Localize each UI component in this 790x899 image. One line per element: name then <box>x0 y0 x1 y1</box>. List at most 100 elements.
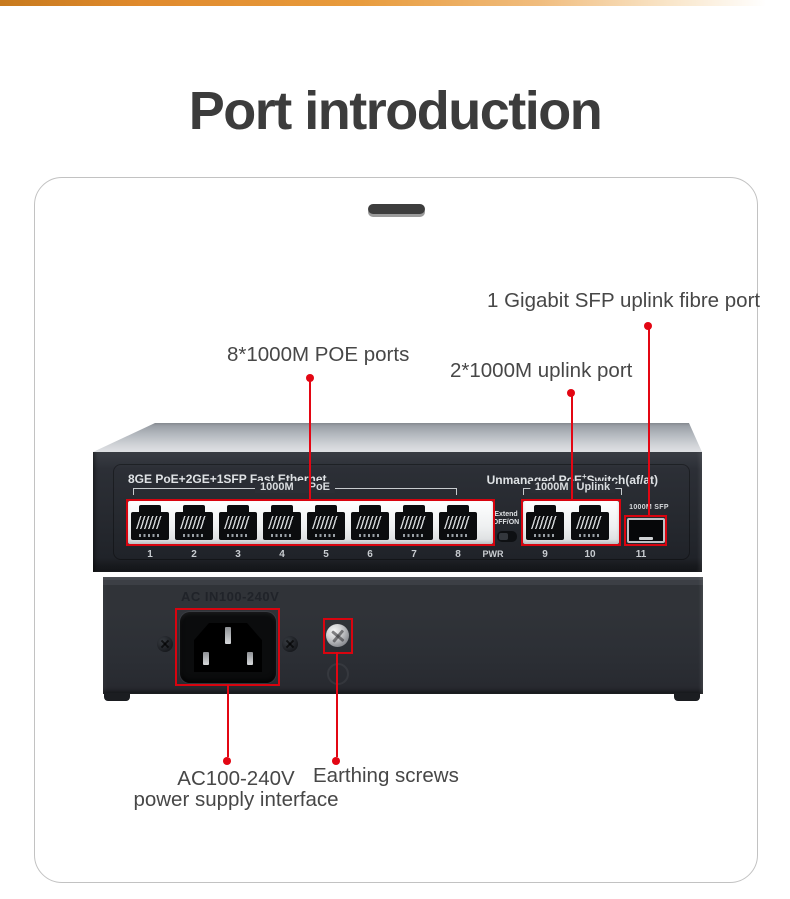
rj45-contacts <box>579 534 601 537</box>
extend-toggle-switch <box>497 531 517 542</box>
extend-toggle-knob <box>499 533 508 540</box>
port-number-8: 8 <box>455 549 461 560</box>
extend-switch-label: Extend OFF/ON <box>489 511 523 527</box>
earthing-screw-icon <box>326 624 349 647</box>
switch-rear-panel: AC IN100-240V <box>103 577 703 694</box>
rj45-body <box>307 512 345 540</box>
sfp-highlight-box <box>624 515 667 546</box>
poe-port-group: 1 2 3 4 5 6 7 8 <box>128 501 493 563</box>
page-title: Port introduction <box>188 81 603 141</box>
poe-ports-highlight-box <box>126 499 495 546</box>
port-number-6: 6 <box>367 549 373 560</box>
rj45-contacts <box>403 534 425 537</box>
switch-front-panel: 8GE PoE+2GE+1SFP Fast Ethernet Unmanaged… <box>93 452 702 572</box>
rj45-tab <box>183 505 205 514</box>
leader-dot-uplink <box>567 389 575 397</box>
rj45-port-2 <box>175 505 213 540</box>
port-number-7: 7 <box>411 549 417 560</box>
leader-dot-poe <box>306 374 314 382</box>
rj45-contacts <box>227 534 249 537</box>
rj45-port-5 <box>307 505 345 540</box>
leader-dot-earthing <box>332 757 340 765</box>
leader-line-uplink <box>571 396 573 499</box>
rear-foot-right <box>674 693 700 701</box>
rj45-body <box>395 512 433 540</box>
uplink-group-word1: 1000M <box>534 481 569 493</box>
rj45-port-6 <box>351 505 389 540</box>
inlet-neutral-pin <box>247 652 253 665</box>
uplink-group-label: 1000M Uplink <box>529 481 616 493</box>
sfp-port <box>627 518 665 543</box>
rj45-contacts <box>315 534 337 537</box>
rj45-port-7 <box>395 505 433 540</box>
rj45-tab <box>139 505 161 514</box>
leader-line-sfp <box>648 329 650 515</box>
uplink-numbers-row: 9 10 <box>523 549 619 561</box>
rj45-contacts <box>447 534 469 537</box>
rj45-body <box>526 512 564 540</box>
type-label-sup: + <box>581 472 587 481</box>
rj45-contacts <box>534 534 556 537</box>
rj45-port-8 <box>439 505 477 540</box>
title-underline-dash <box>368 204 425 214</box>
rj45-body <box>219 512 257 540</box>
poe-numbers-row: 1 2 3 4 5 6 7 8 <box>128 549 493 561</box>
port-number-9: 9 <box>542 549 548 560</box>
rj45-port-10 <box>571 505 609 540</box>
rj45-tab <box>315 505 337 514</box>
power-inlet-highlight-box <box>175 608 280 686</box>
rear-screw-left-icon <box>157 636 173 652</box>
rj45-body <box>439 512 477 540</box>
rj45-tab <box>227 505 249 514</box>
port-number-3: 3 <box>235 549 241 560</box>
rj45-port-3 <box>219 505 257 540</box>
rear-foot-left <box>104 693 130 701</box>
port-number-5: 5 <box>323 549 329 560</box>
port-number-10: 10 <box>584 549 596 560</box>
sfp-port-number: 11 <box>635 549 647 560</box>
rear-screw-right-icon <box>282 636 298 652</box>
leader-dot-sfp <box>644 322 652 330</box>
rj45-tab <box>447 505 469 514</box>
uplink-ports-highlight-box <box>521 499 621 546</box>
callout-sfp-fibre-port: 1 Gigabit SFP uplink fibre port <box>487 289 761 312</box>
callout-poe-ports: 8*1000M POE ports <box>227 343 410 366</box>
rj45-tab <box>534 505 556 514</box>
rj45-contacts <box>271 534 293 537</box>
inlet-live-pin <box>203 652 209 665</box>
rj45-body <box>263 512 301 540</box>
poe-group-label: 1000M PoE <box>254 481 336 493</box>
extend-label-line2: OFF/ON <box>492 519 520 526</box>
poe-port-strip <box>128 501 493 544</box>
uplink-group-word2: Uplink <box>576 481 611 493</box>
rj45-tab <box>579 505 601 514</box>
rj45-body <box>175 512 213 540</box>
front-panel-recess <box>113 464 690 560</box>
switch-top-surface <box>93 423 702 452</box>
rj45-tab <box>403 505 425 514</box>
callout-power-line1: AC100-240V <box>177 767 295 790</box>
earthing-hole-icon <box>327 663 349 685</box>
port-number-4: 4 <box>279 549 285 560</box>
port-number-1: 1 <box>147 549 153 560</box>
uplink-port-strip <box>523 501 619 544</box>
poe-group-bracket: 1000M PoE <box>133 481 457 495</box>
leader-line-power <box>227 685 229 757</box>
leader-line-poe <box>309 381 311 499</box>
header-accent-bar <box>0 0 790 6</box>
poe-group-word2: PoE <box>308 481 331 493</box>
ac-power-inlet <box>180 612 276 683</box>
uplink-port-group: 9 10 <box>523 501 619 563</box>
port-number-2: 2 <box>191 549 197 560</box>
rj45-body <box>131 512 169 540</box>
poe-group-word1: 1000M <box>259 481 294 493</box>
callout-power-supply: AC100-240V power supply interface <box>132 768 340 810</box>
rj45-body <box>571 512 609 540</box>
rj45-contacts <box>139 534 161 537</box>
inlet-earth-pin <box>225 627 231 644</box>
callout-power-line2: power supply interface <box>133 788 339 811</box>
rj45-tab <box>271 505 293 514</box>
callout-earthing-screws: Earthing screws <box>313 764 459 787</box>
leader-dot-power <box>223 757 231 765</box>
